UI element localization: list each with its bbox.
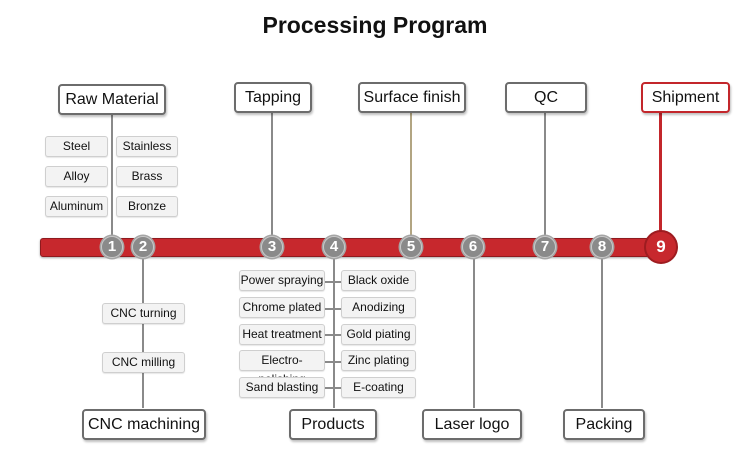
finish-gold-plating: Gold piating [341,324,416,345]
diagram-title: Processing Program [262,12,488,38]
step-node-4: 4 [323,236,345,258]
step-node-9: 9 [644,230,678,264]
step-node-2: 2 [132,236,154,258]
step-box-laser-logo: Laser logo [422,409,522,440]
step-box-shipment: Shipment [641,82,730,113]
step-node-7: 7 [534,236,556,258]
material-aluminum: Aluminum [45,196,108,217]
cnc-milling: CNC milling [102,352,185,373]
step-box-raw-material: Raw Material [58,84,166,115]
branch-tick [323,281,343,283]
step-node-3: 3 [261,236,283,258]
finish-power-spraying: Power spraying [239,270,325,291]
finish-sand-blasting: Sand blasting [239,377,325,398]
connector-products [333,256,335,408]
connector-packing [601,256,603,408]
material-alloy: Alloy [45,166,108,187]
step-node-5: 5 [400,236,422,258]
connector-qc [544,110,546,246]
finish-chrome-plated: Chrome plated [239,297,325,318]
step-node-6: 6 [462,236,484,258]
material-brass: Brass [116,166,178,187]
material-bronze: Bronze [116,196,178,217]
finish-zinc-plating: Zinc plating [341,350,416,371]
connector-cnc [142,256,144,408]
branch-tick [323,361,343,363]
connector-surface-finish [410,110,412,246]
step-node-8: 8 [591,236,613,258]
finish-anodizing: Anodizing [341,297,416,318]
cnc-turning: CNC turning [102,303,185,324]
branch-tick [323,308,343,310]
step-box-packing: Packing [563,409,645,440]
step-box-products: Products [289,409,377,440]
step-box-qc: QC [505,82,587,113]
step-box-cnc-machining: CNC machining [82,409,206,440]
connector-shipment [659,112,662,234]
step-node-1: 1 [101,236,123,258]
step-box-tapping: Tapping [234,82,312,113]
material-stainless: Stainless [116,136,178,157]
branch-tick [323,387,343,389]
connector-raw-material [111,110,113,246]
step-box-surface-finish: Surface finish [358,82,466,113]
finish-heat-treatment: Heat treatment [239,324,325,345]
finish-black-oxide: Black oxide [341,270,416,291]
finish-electro-polishing: Electro-polishing [239,350,325,386]
finish-e-coating: E-coating [341,377,416,398]
connector-laser-logo [473,256,475,408]
connector-tapping [271,110,273,246]
material-steel: Steel [45,136,108,157]
branch-tick [323,334,343,336]
